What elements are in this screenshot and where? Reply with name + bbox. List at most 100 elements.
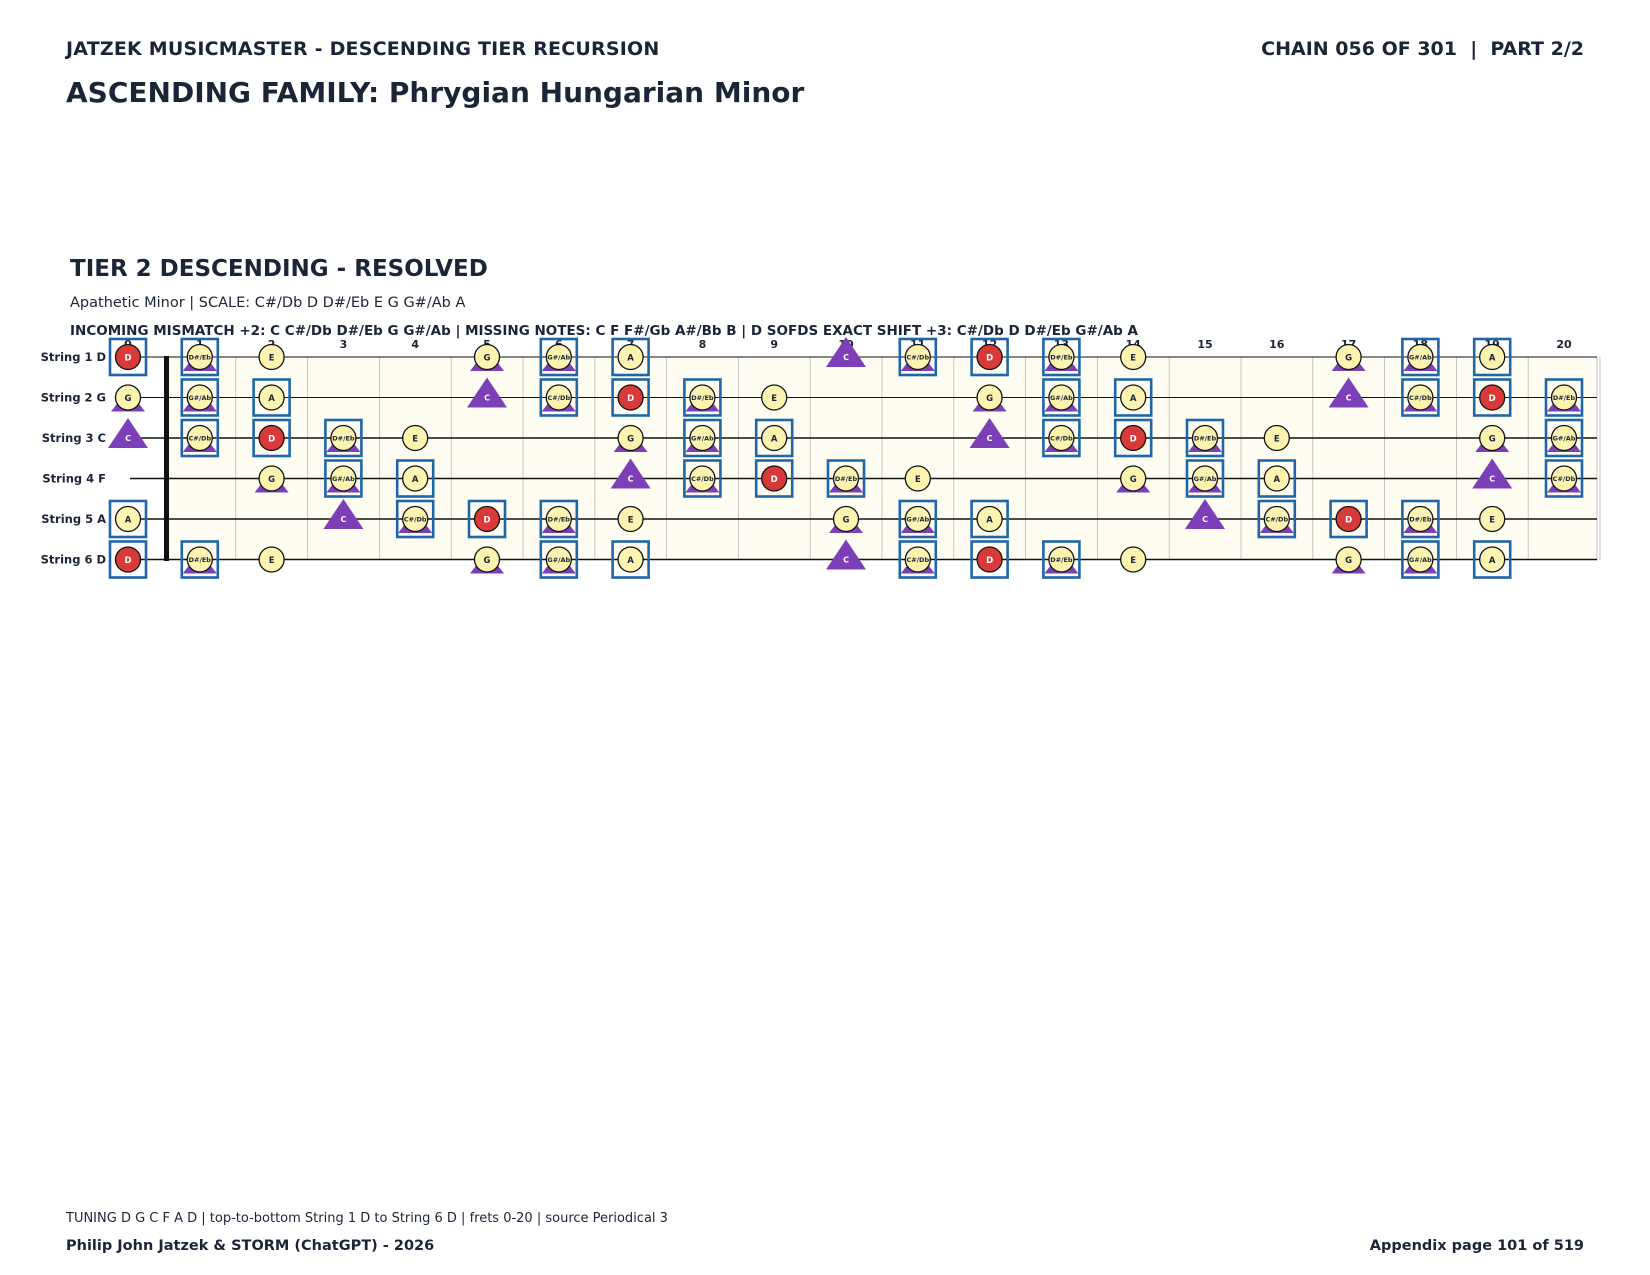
fret-number: 4 [411,338,419,351]
mismatch-triangle-marker [969,418,1010,448]
shift-box-marker [754,459,794,498]
shift-box-marker [611,337,650,377]
note-label: G#/Ab [547,354,570,362]
note-circle [1407,546,1434,573]
shift-box-marker [754,418,794,458]
shift-box-marker [1472,337,1512,377]
note-circle [689,384,716,411]
note-circle [402,424,429,452]
note-circle [976,384,1003,411]
note-circle [1407,505,1434,533]
shift-box-marker [1472,378,1512,417]
note-label: D#/Eb [835,475,858,483]
mismatch-triangle-marker [108,418,148,448]
note-circle [904,505,931,533]
note-label: G#/Ab [1050,394,1073,402]
shift-box-marker [683,418,722,458]
note-circle [186,424,213,452]
note-label: G [1489,435,1496,445]
family-title: ASCENDING FAMILY: Phrygian Hungarian Min… [66,76,805,109]
note-circle [114,343,142,371]
note-label: C [484,394,490,403]
note-label: D [771,475,778,485]
note-label: C [628,475,634,484]
note-circle [330,424,357,452]
mismatch-triangle-marker [826,539,866,570]
note-label: C [1346,394,1352,403]
note-circle [617,384,644,411]
note-circle [689,465,716,492]
mismatch-triangle-marker [610,458,651,489]
note-circle [258,384,285,411]
shift-box-marker [1401,378,1440,417]
note-label: G [484,556,491,566]
string-label: String 1 D [41,350,106,364]
note-circle [1479,505,1506,533]
shift-box-marker [898,540,938,579]
note-label: C#/Db [188,435,211,443]
note-circle [904,343,931,371]
note-circle [1263,505,1290,533]
note-circle [904,546,931,573]
note-label: A [627,354,634,364]
note-label: D#/Eb [189,556,212,564]
note-label: C [987,434,993,443]
note-label: D [124,556,131,566]
note-label: G [125,394,132,404]
note-label: G#/Ab [332,475,355,483]
note-label: D [268,435,275,445]
shift-box-marker [970,540,1009,579]
author-credit: Philip John Jatzek & STORM (ChatGPT) - 2… [66,1238,435,1254]
note-label: D [124,354,131,364]
note-label: D [627,394,634,404]
note-label: E [1489,516,1495,526]
note-circle [1191,465,1219,492]
note-circle [1120,424,1147,452]
note-circle [832,465,860,492]
note-circle [1048,424,1075,452]
note-label: D#/Eb [1050,556,1073,564]
note-label: D [1130,435,1137,445]
note-circle [473,546,501,573]
note-label: G [484,354,491,364]
shift-box-marker [180,337,220,377]
note-circle [1191,424,1219,452]
note-label: C#/Db [1265,516,1288,524]
note-label: G [1345,354,1352,364]
shift-box-marker [1042,378,1081,417]
tier-title: TIER 2 DESCENDING - RESOLVED [70,256,488,282]
note-circle [473,343,501,371]
note-circle [186,384,213,411]
fret-number: 16 [1269,338,1285,351]
shift-box-marker [1401,499,1440,539]
note-label: A [986,516,993,526]
note-label: E [1274,435,1280,445]
note-circle [617,505,644,533]
note-label: D#/Eb [691,394,714,402]
note-circle [976,546,1003,573]
note-circle [186,343,213,371]
shift-box-marker [539,378,579,417]
note-label: A [125,516,132,526]
note-circle [1407,343,1434,371]
note-label: E [915,475,921,485]
note-circle [832,505,860,533]
note-label: A [1489,354,1496,364]
note-circle [1048,546,1075,573]
note-circle [761,384,788,411]
note-label: C#/Db [906,556,929,564]
shift-box-marker [970,499,1009,539]
note-label: C#/Db [906,354,929,362]
scale-line: Apathetic Minor | SCALE: C#/Db D D#/Eb E… [70,295,466,311]
note-label: G [268,475,275,485]
note-circle [1120,343,1147,371]
note-label: G [843,516,850,526]
note-label: E [269,556,275,566]
note-circle [1479,384,1506,411]
note-label: D#/Eb [1050,354,1073,362]
note-circle [1263,424,1290,452]
shift-box-marker [539,337,579,377]
note-circle [1479,343,1506,371]
note-label: D#/Eb [189,354,212,362]
shift-box-marker [1113,378,1153,417]
